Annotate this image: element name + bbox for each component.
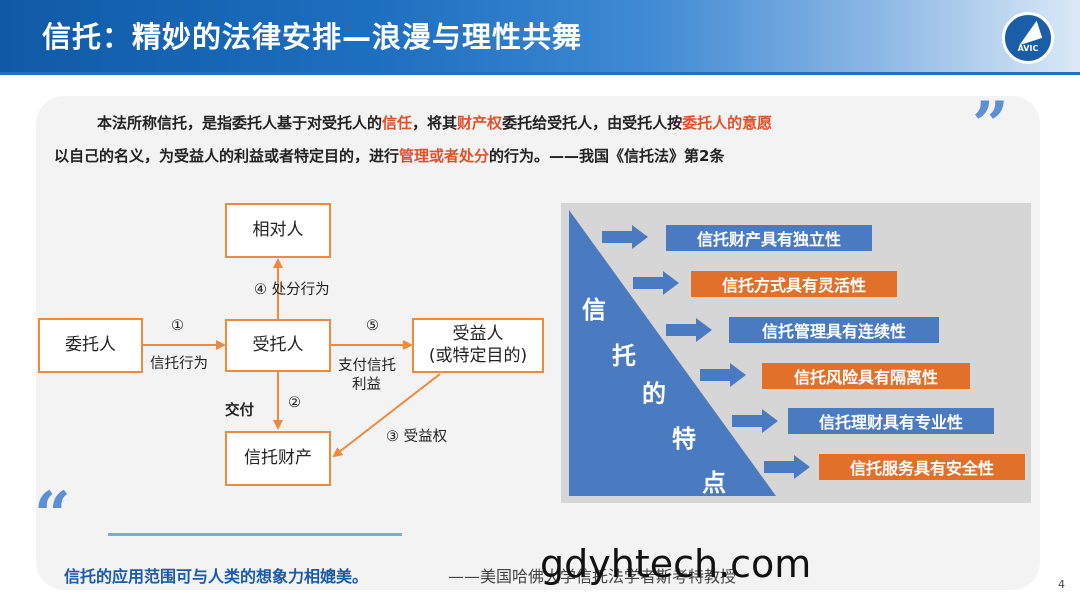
feature-continuity: 信托管理具有连续性	[729, 317, 939, 343]
box-trustee: 受托人	[225, 319, 331, 372]
vertical-title-char: 的	[642, 380, 666, 408]
feature-arrow-icon	[764, 455, 810, 479]
box-trust-property: 信托财产	[225, 431, 331, 486]
feature-flexibility: 信托方式具有灵活性	[691, 271, 897, 297]
divider-line	[108, 533, 402, 536]
bottom-quote: 信托的应用范围可与人类的想象力相媲美。	[64, 567, 369, 586]
label-step1-number: ①	[171, 318, 184, 334]
label-step5-pay-line2: 利益	[352, 377, 381, 393]
label-step1-trust-act: 信托行为	[150, 356, 208, 372]
vertical-title-char: 信	[582, 296, 606, 324]
label-delivery: 交付	[225, 403, 254, 419]
quote-highlight-settlor-will: 委托人的意愿	[682, 114, 773, 132]
label-step5-number: ⑤	[366, 318, 379, 334]
feature-arrow-icon	[700, 363, 746, 387]
quote-text: 以自己的名义，为受益人的利益或者特定目的，进行	[54, 147, 400, 165]
beneficiary-sublabel: (或特定目的)	[428, 345, 528, 366]
triangle-shape	[569, 210, 776, 496]
label-step4-disposal: ④ 处分行为	[254, 282, 330, 298]
feature-professionalism: 信托理财具有专业性	[788, 408, 994, 434]
quote-text: ，将其	[412, 114, 458, 132]
law-quote-line-2: 以自己的名义，为受益人的利益或者特定目的，进行管理或者处分的行为。——我国《信托…	[54, 145, 724, 166]
law-quote-line-1: 本法所称信托，是指委托人基于对受托人的信任，将其财产权委托给受托人，由受托人按委…	[97, 112, 772, 133]
label-step5-pay-line1: 支付信托	[338, 358, 396, 374]
quote-highlight-manage: 管理或者处分	[399, 147, 490, 165]
box-counterparty: 相对人	[225, 203, 331, 258]
quote-highlight-trust: 信任	[382, 114, 413, 132]
vertical-title-char: 点	[702, 469, 726, 497]
quote-text: 的行为。——我国《信托法》第2条	[489, 147, 725, 165]
page-number: 4	[1058, 578, 1065, 591]
quote-text: 本法所称信托，是指委托人基于对受托人的	[97, 114, 383, 132]
page-title: 信托：精妙的法律安排—浪漫与理性共舞	[42, 20, 583, 54]
box-settlor: 委托人	[38, 318, 143, 373]
quote-text: 委托给受托人，由受托人按	[502, 114, 683, 132]
feature-arrow-icon	[602, 225, 648, 249]
feature-independence: 信托财产具有独立性	[666, 225, 872, 251]
vertical-title-char: 托	[612, 342, 636, 370]
logo-text: AVIC	[1017, 44, 1039, 53]
bottom-attribution: ——美国哈佛大学信托法学者斯考特教授	[448, 567, 737, 586]
opening-quote-icon: “	[34, 478, 71, 553]
watermark: gdyhtech.com	[540, 542, 812, 586]
label-step2-number: ②	[288, 395, 301, 411]
beneficiary-label: 受益人	[452, 324, 504, 345]
avic-logo: AVIC	[1002, 12, 1054, 64]
feature-arrow-icon	[732, 409, 778, 433]
label-step3-beneficial-right: ③ 受益权	[386, 429, 448, 445]
feature-risk-isolation: 信托风险具有隔离性	[762, 363, 970, 389]
arrow-beneficiary-to-property	[332, 373, 441, 458]
box-beneficiary: 受益人 (或特定目的)	[412, 318, 544, 373]
feature-arrow-icon	[666, 318, 712, 342]
closing-quote-icon: ”	[972, 88, 1009, 163]
vertical-title-char: 特	[672, 425, 696, 453]
feature-arrow-icon	[633, 271, 679, 295]
title-bar-underline	[0, 72, 1080, 75]
feature-safety: 信托服务具有安全性	[819, 454, 1025, 480]
title-bar	[0, 0, 1080, 72]
quote-highlight-property-right: 财产权	[457, 114, 503, 132]
